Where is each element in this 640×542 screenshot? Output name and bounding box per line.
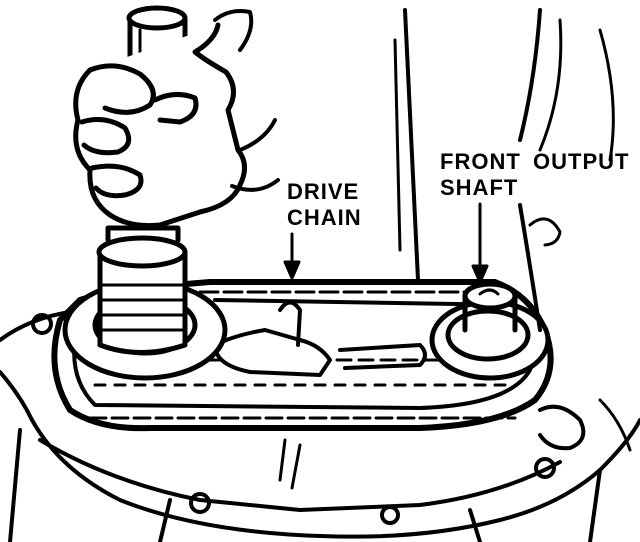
front-label: FRONT [440,149,521,174]
installer-tool [96,225,188,355]
gloved-hand [73,9,280,228]
case-bolt-holes [31,313,556,525]
case-housing [0,304,640,542]
front-shaft-sprocket [429,281,551,381]
chain-label: CHAIN [287,205,362,230]
shaft-label: SHAFT [440,175,519,200]
hammer-handle [126,5,188,88]
front-shaft-arrow [471,202,489,284]
drive-label: DRIVE [287,179,360,204]
background-lines [393,8,615,451]
drive-chain-arrow [283,232,301,280]
inner-linkage [213,300,427,377]
output-label: OUTPUT [533,149,630,174]
